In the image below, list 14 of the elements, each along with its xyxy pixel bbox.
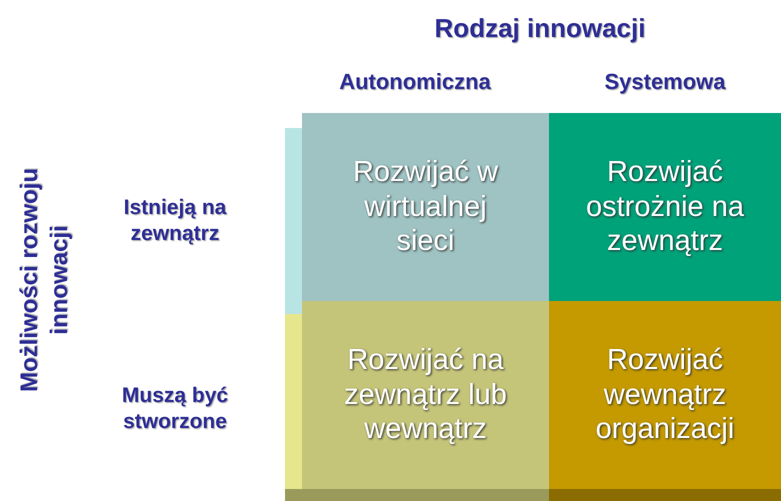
cell-text: Rozwijać wewnątrz organizacji bbox=[594, 342, 736, 448]
column-header: Systemowa bbox=[603, 68, 727, 96]
matrix-cell bbox=[302, 301, 549, 489]
matrix-cell bbox=[302, 113, 549, 301]
cell-text: Rozwijać na zewnątrz lub wewnątrz bbox=[343, 342, 508, 448]
row-header: Istnieją na zewnątrz bbox=[122, 195, 228, 248]
matrix-cell bbox=[549, 301, 781, 489]
cell-text: Rozwijać w wirtualnej sieci bbox=[352, 154, 500, 260]
matrix-cell bbox=[549, 113, 781, 301]
column-header: Autonomiczna bbox=[338, 68, 492, 96]
cell-text: Rozwijać ostrożnie na zewnątrz bbox=[585, 154, 745, 260]
axis-title: Rodzaj innowacji bbox=[434, 12, 646, 44]
row-header: Muszą być stworzone bbox=[120, 383, 230, 436]
axis-title: Możliwości rozwoju innowacji bbox=[15, 167, 74, 394]
